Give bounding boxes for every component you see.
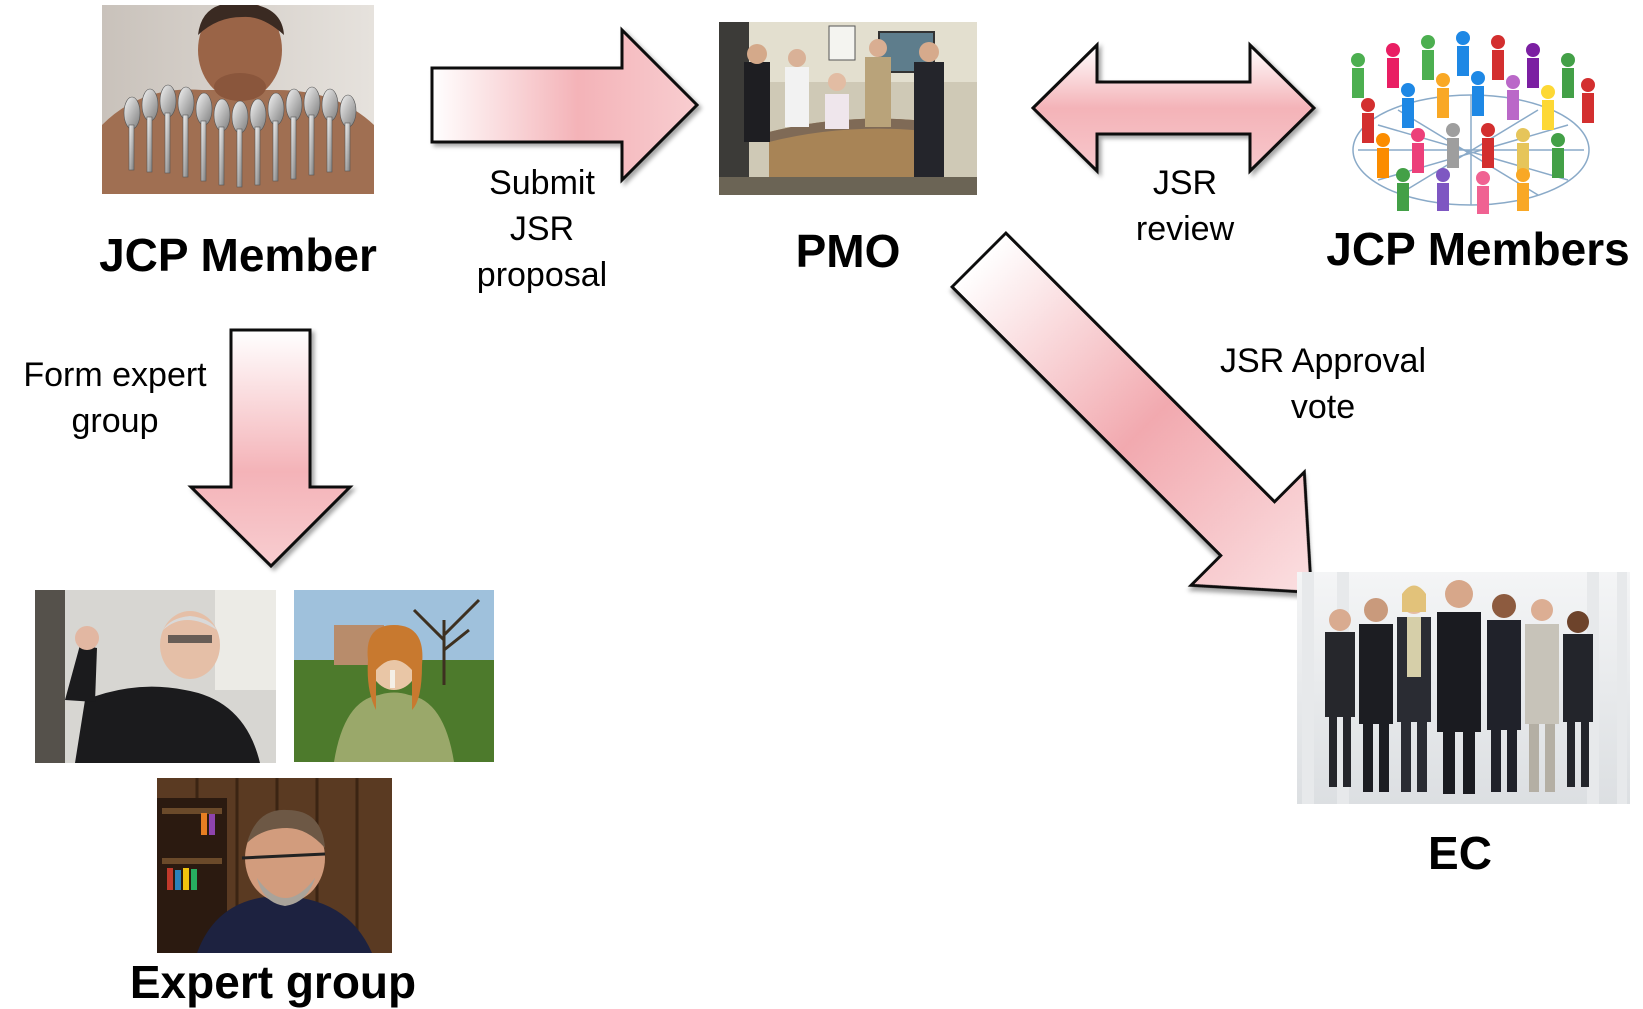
submit-line-2: JSR	[509, 210, 575, 248]
review-line-2: review	[1135, 210, 1235, 248]
submit-edge-label: Submit JSR proposal	[452, 160, 632, 298]
jcp-members-label: JCP Members	[1326, 223, 1630, 275]
jcp-member-photo	[102, 5, 374, 194]
pmo-label: PMO	[795, 225, 901, 277]
submit-line-1: Submit	[489, 164, 595, 202]
approval-arrow	[950, 231, 1313, 594]
expert-photo-1	[35, 590, 276, 763]
approval-line-2: vote	[1290, 388, 1356, 426]
review-edge-label: JSR review	[1110, 160, 1260, 252]
jcp-members-photo	[1338, 30, 1604, 220]
submit-arrow	[430, 26, 700, 184]
form-arrow	[187, 328, 354, 569]
expert-photo-2	[294, 590, 494, 762]
pmo-photo	[719, 22, 977, 195]
ec-label: EC	[1428, 827, 1492, 879]
form-edge-label: Form expert group	[10, 352, 220, 444]
submit-line-3: proposal	[476, 256, 608, 294]
form-line-1: Form expert	[23, 356, 207, 394]
review-line-1: JSR	[1152, 164, 1218, 202]
expert-photo-3	[157, 778, 392, 953]
review-arrow	[1030, 41, 1317, 175]
approval-edge-label: JSR Approval vote	[1198, 338, 1448, 430]
jcp-member-label: JCP Member	[99, 229, 377, 281]
expert-group-label: Expert group	[129, 956, 417, 1008]
form-line-2: group	[71, 402, 159, 440]
approval-line-1: JSR Approval	[1220, 342, 1426, 380]
ec-photo	[1297, 572, 1630, 804]
